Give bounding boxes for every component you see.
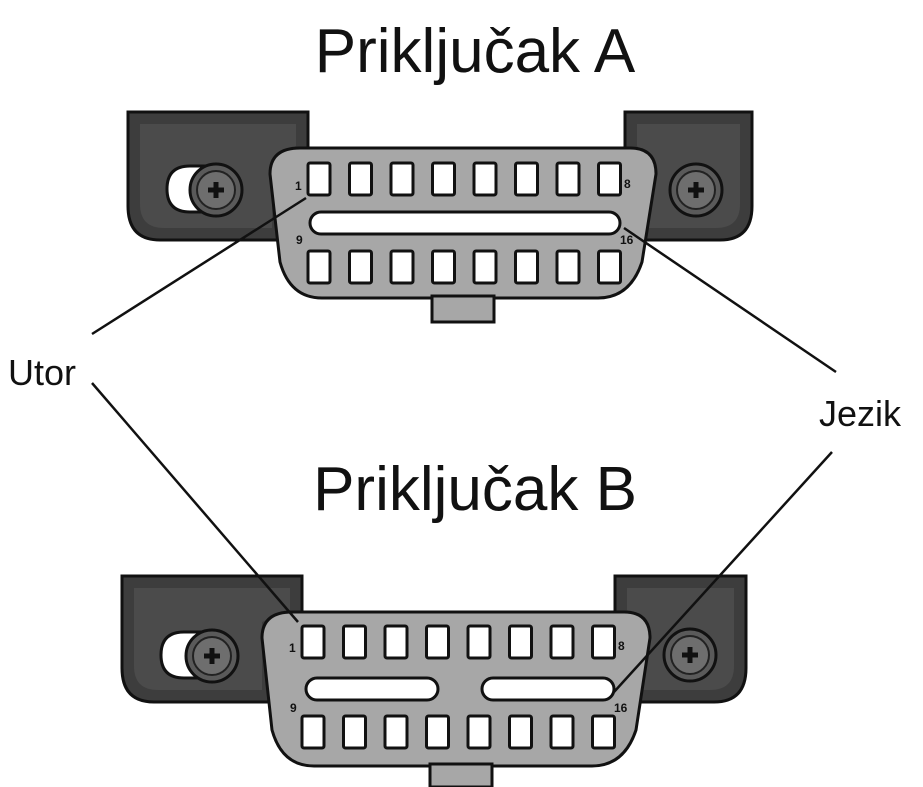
connector-a-top-pin-cavity [555,161,581,197]
connector-b-bottom-pin-cavity [425,714,450,750]
connector-b-top-pin-cavity [508,624,533,660]
connector-b-bottom-pin-cavity [591,714,616,750]
connector-a-pin-label-9: 9 [296,233,303,247]
callout-lines [91,196,837,693]
connector-b-top-pin-cavity [342,624,367,660]
tab-label: Jezik [819,393,902,434]
connector-a-title: Priključak A [315,17,636,86]
connector-b-title: Priključak B [313,455,637,524]
connector-a-bottom-pin-cavity [431,249,456,285]
connector-a-left-screw [188,162,244,218]
connector-b-top-pin-cavity [591,624,616,660]
connector-a-top-pin-cavity [597,161,622,197]
connector-b-left-screw [184,628,240,684]
connector-b-top-pin-cavity [425,624,450,660]
connector-a-pin-label-8: 8 [624,177,631,191]
connector-b: Priključak B 1 8 9 16 [120,455,748,787]
connector-a-top-pin-cavity [472,161,498,197]
connector-a-bottom-pins [306,249,622,285]
connector-a-bottom-pin-cavity [389,249,415,285]
connector-a-top-pin-cavity [431,161,456,197]
slot-label: Utor [8,352,76,393]
connector-a-right-screw [668,162,724,218]
connector-b-top-pin-cavity [549,624,575,660]
connector-a-bottom-pin-cavity [348,249,373,285]
tab-leader-a [623,226,837,374]
connector-b-bottom-pin-cavity [549,714,575,750]
connector-a-top-pin-cavity [514,161,539,197]
connector-b-key-slot-left [304,676,440,702]
connector-b-top-pin-cavity [466,624,492,660]
connector-a-bottom-pin-cavity [555,249,581,285]
connector-b-pin-label-8: 8 [618,639,625,653]
connector-a-top-pins [306,161,622,197]
connector-a-pin-label-16: 16 [620,233,634,247]
tab-leader-b [613,451,833,693]
connector-a-top-pin-cavity [348,161,373,197]
slot-leader-b [91,382,299,623]
connector-b-bottom-pin-cavity [342,714,367,750]
connector-a-top-pin-cavity [306,161,332,197]
slot-leader-a [91,196,307,336]
connector-b-bottom-pins [300,714,616,750]
connector-a-top-pin-cavity [389,161,415,197]
connector-b-key-slot-right [480,676,616,702]
connector-a-bottom-pin-cavity [597,249,622,285]
connector-b-top-pin-cavity [300,624,326,660]
connector-b-bottom-pin-cavity [300,714,326,750]
connector-a: Priključak A 1 8 9 16 [126,17,754,324]
connector-a-key-slot [308,210,622,236]
connector-b-top-pins [300,624,616,660]
connector-b-bottom-pin-cavity [466,714,492,750]
connector-b-bottom-tab [428,762,494,787]
connector-a-pin-label-1: 1 [295,179,302,193]
connector-b-top-pin-cavity [383,624,409,660]
connector-b-pin-label-9: 9 [290,701,297,715]
connector-a-bottom-pin-cavity [306,249,332,285]
connector-a-bottom-pin-cavity [514,249,539,285]
connector-b-bottom-pin-cavity [383,714,409,750]
connector-b-pin-label-16: 16 [614,701,628,715]
connector-b-right-screw [662,627,718,683]
connector-b-pin-label-1: 1 [289,641,296,655]
connector-a-bottom-tab [430,294,496,324]
connector-b-bottom-pin-cavity [508,714,533,750]
connector-a-bottom-pin-cavity [472,249,498,285]
